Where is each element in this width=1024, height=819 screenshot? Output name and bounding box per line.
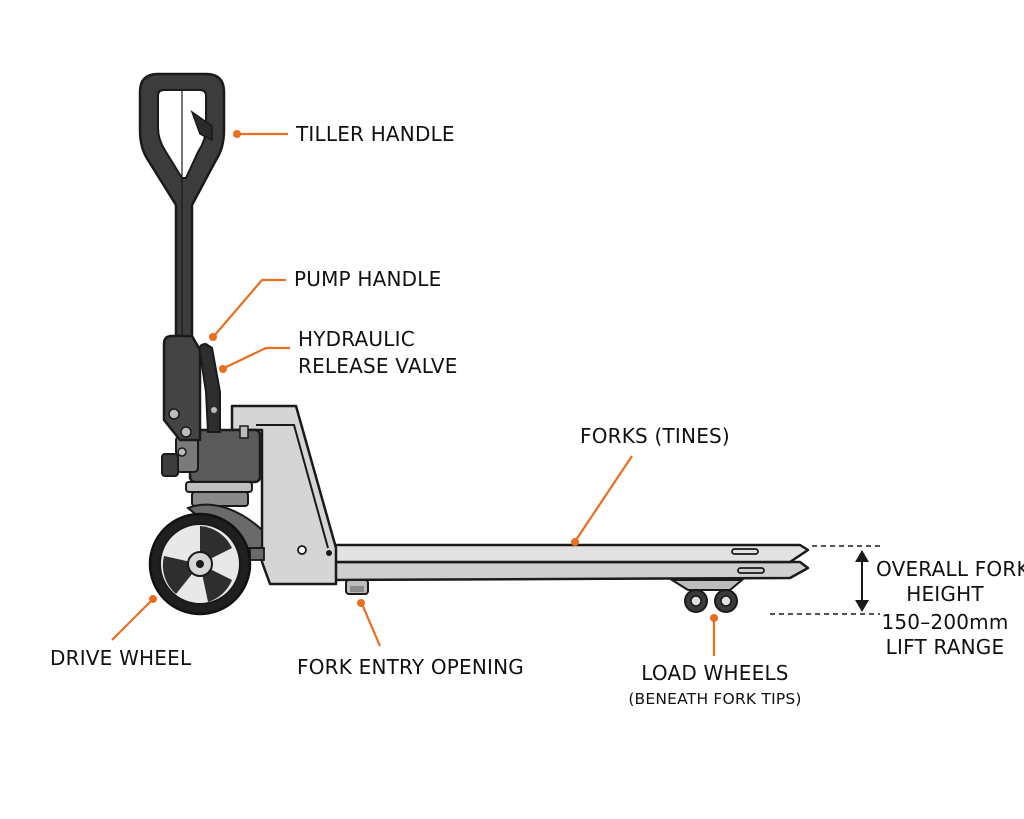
release-valve-label-line2: RELEASE VALVE	[298, 354, 458, 378]
drive-wheel-label: DRIVE WHEEL	[50, 646, 192, 670]
tiller-handle	[138, 72, 226, 457]
load-wheels	[668, 579, 745, 613]
lift-range-value: 150–200mm	[881, 610, 1009, 634]
release-valve-lever	[198, 342, 221, 433]
drive-wheel	[148, 503, 263, 616]
hydraulic-pump	[161, 425, 265, 561]
load-wheels-label: LOAD WHEELS	[641, 661, 789, 685]
overall-height-label-line1: OVERALL FORK	[876, 557, 1024, 581]
load-wheels-note: (BENEATH FORK TIPS)	[628, 690, 802, 708]
release-valve-label-line1: HYDRAULIC	[298, 327, 415, 351]
pump-handle-label: PUMP HANDLE	[294, 267, 442, 291]
overall-height-label-line2: HEIGHT	[906, 582, 984, 606]
height-dimension	[770, 545, 880, 615]
lift-range-label: LIFT RANGE	[885, 635, 1005, 659]
leader-lines	[111, 130, 718, 656]
fork-entry-label: FORK ENTRY OPENING	[297, 655, 524, 679]
tiller-handle-label: TILLER HANDLE	[296, 122, 455, 146]
forks-label: FORKS (TINES)	[580, 424, 730, 448]
